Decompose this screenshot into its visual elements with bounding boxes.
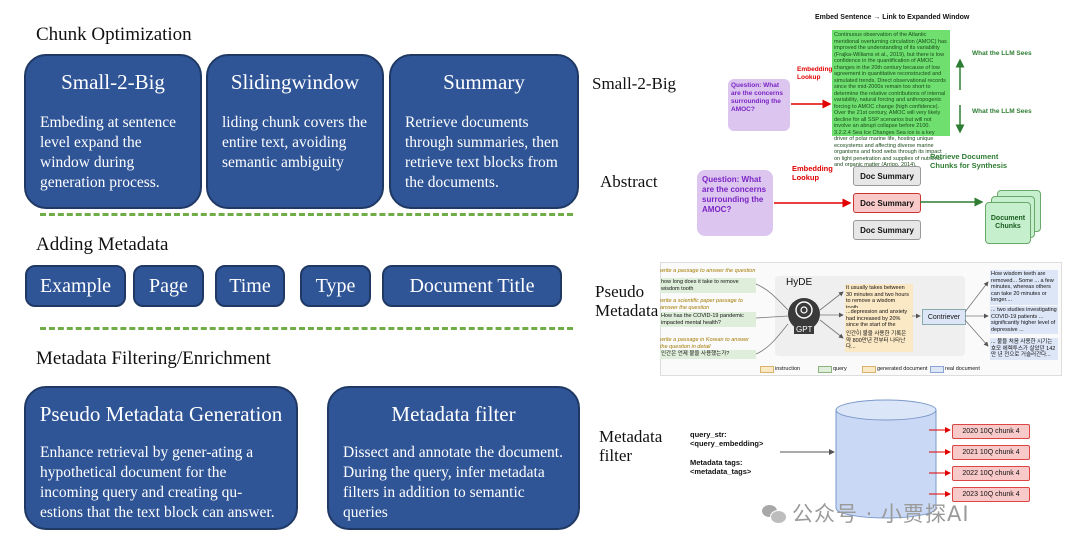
metadata-pill-type: Type [300, 265, 371, 307]
s2b-llm-sees-top: What the LLM Sees [972, 50, 1032, 57]
mf-query-str: query_str: <query_embedding> [690, 430, 764, 448]
abs-chunks-front: Document Chunks [985, 202, 1031, 244]
s2b-passage: Continuous observation of the Atlantic m… [832, 30, 950, 168]
hyde-instruction-3: write a passage in Korean to answer the … [660, 337, 749, 350]
mf-chunk-2021: 2021 10Q chunk 4 [952, 445, 1030, 460]
metadata-filtering-title: Metadata Filtering/Enrichment [36, 348, 271, 369]
card-body: Embeding at sentence level expand the wi… [40, 114, 177, 191]
section-divider [40, 327, 573, 330]
legend-real: real document [945, 366, 980, 372]
label-small-2-big: Small-2-Big [592, 74, 677, 93]
pseudo-metadata-card: Pseudo Metadata Generation Enhance retri… [24, 386, 298, 530]
chunk-optimization-title: Chunk Optimization [36, 24, 192, 45]
hyde-real-3: ... 불을 처음 사용한 시기는 호모 에렉투스가 살았던 142만 년 전으… [990, 338, 1058, 360]
card-body: Retrieve documents through summaries, th… [405, 114, 559, 191]
abs-retrieve-label: Retrieve Document Chunks for Synthesis [930, 152, 1008, 170]
hyde-query-1: how long does it take to remove wisdom t… [660, 278, 756, 293]
s2b-llm-sees-bottom: What the LLM Sees [972, 108, 1032, 115]
label-pseudo-metadata: Pseudo Metadata [595, 282, 659, 320]
hyde-real-1: How wisdom teeth are removed... Some ...… [990, 270, 1058, 305]
abs-doc-summary-2: Doc Summary [853, 193, 921, 213]
slidingwindow-card: Slidingwindow liding chunk covers the en… [206, 54, 384, 209]
hyde-query-2: How has the COVID-19 pandemic impacted m… [660, 312, 756, 327]
mf-chunk-2023: 2023 10Q chunk 4 [952, 487, 1030, 502]
label-abstract: Abstract [600, 172, 658, 191]
hyde-generated-3: 인간이 불을 사용한 기록은 약 800만년 전부터 나타난다... [845, 330, 913, 352]
label-metadata-filter: Metadata filter [599, 427, 663, 465]
mf-metadata-tags: Metadata tags: <metadata_tags> [690, 458, 752, 476]
abs-doc-summary-3: Doc Summary [853, 220, 921, 240]
hyde-instruction-1: write a passage to answer the question [660, 268, 756, 274]
s2b-question-box: Question: What are the concerns surround… [728, 79, 790, 131]
abs-lookup-label: Embedding Lookup [792, 164, 833, 182]
legend-swatch-generated [862, 366, 876, 373]
metadata-pill-example: Example [25, 265, 126, 307]
summary-card: Summary Retrieve documents through summa… [389, 54, 579, 209]
contriever-box: Contriever [922, 309, 966, 325]
metadata-pill-page: Page [133, 265, 204, 307]
metadata-filter-card: Metadata filter Dissect and annotate the… [327, 386, 580, 530]
wechat-icon [762, 503, 787, 524]
watermark-text: 公众号 · 小贾探AI [792, 502, 970, 526]
small-2-big-card: Small-2-Big Embeding at sentence level e… [24, 54, 202, 209]
abs-doc-summary-1: Doc Summary [853, 166, 921, 186]
card-body: Dissect and annotate the document. Durin… [343, 444, 563, 521]
s2b-lookup-label: Embedding Lookup [797, 66, 833, 81]
legend-instruction: instruction [775, 366, 801, 372]
abs-question-box: Question: What are the concerns surround… [697, 170, 773, 236]
card-title: Slidingwindow [230, 70, 360, 94]
gpt-label: GPT [794, 325, 815, 334]
mf-row-2022: 2022 10Q [843, 465, 931, 482]
card-title: Metadata filter [391, 402, 516, 426]
hyde-generated-1: It usually takes between 30 minutes and … [845, 284, 913, 312]
metadata-pill-document-title: Document Title [382, 265, 562, 307]
legend-swatch-real [930, 366, 944, 373]
card-title: Small-2-Big [61, 70, 165, 94]
legend-generated: generated document [877, 366, 928, 372]
hyde-query-3: 인간은 언제 불을 사용했는가? [660, 350, 756, 359]
card-title: Summary [443, 70, 525, 94]
s2b-header: Embed Sentence → Link to Expanded Window [815, 14, 970, 21]
legend-swatch-instruction [760, 366, 774, 373]
card-body: Enhance retrieval by gener-ating a hypot… [40, 444, 275, 521]
mf-row-2021: 2021 10Q [843, 444, 931, 461]
hyde-title: HyDE [786, 277, 813, 288]
hyde-instruction-2: write a scientific paper passage to answ… [660, 298, 743, 311]
legend-query: query [833, 366, 847, 372]
adding-metadata-title: Adding Metadata [36, 234, 169, 255]
hyde-real-2: ... two studies investigating COVID-19 p… [990, 306, 1058, 334]
mf-chunk-2022: 2022 10Q chunk 4 [952, 466, 1030, 481]
mf-row-2020: 2020 10Q [843, 422, 931, 439]
mf-chunk-2020: 2020 10Q chunk 4 [952, 424, 1030, 439]
section-divider [40, 213, 573, 216]
watermark: 公众号 · 小贾探AI [762, 498, 970, 528]
legend-swatch-query [818, 366, 832, 373]
card-body: liding chunk covers the entire text, avo… [222, 114, 368, 171]
card-title: Pseudo Metadata Generation [39, 402, 283, 426]
metadata-pill-time: Time [215, 265, 285, 307]
